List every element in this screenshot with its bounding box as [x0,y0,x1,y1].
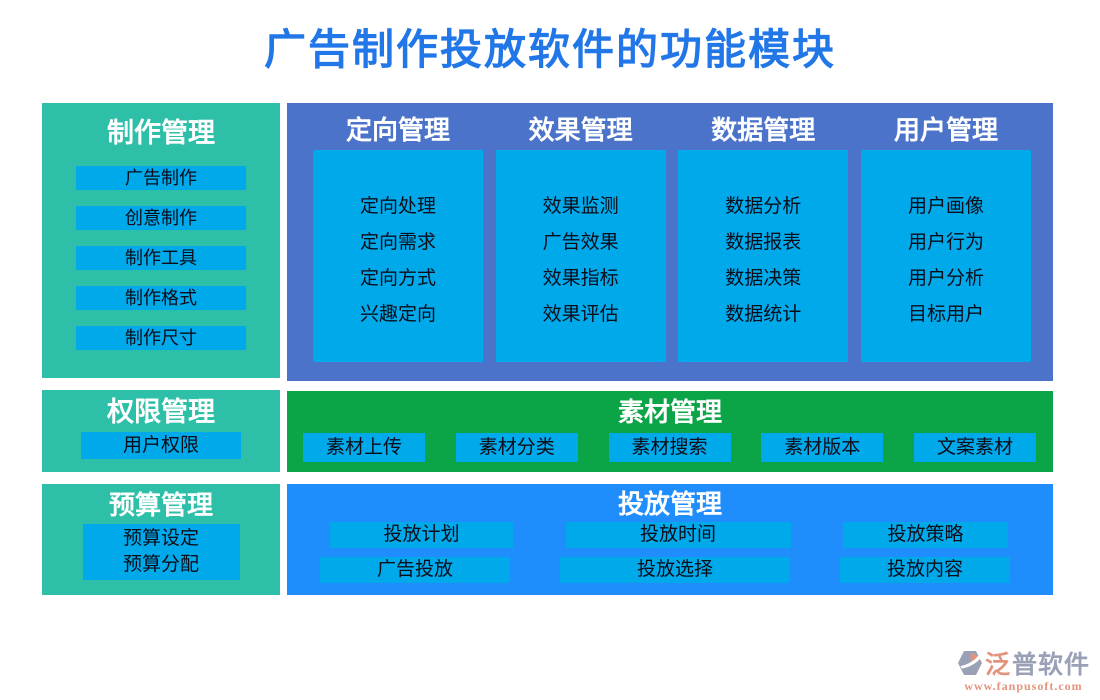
budget-item-box: 预算设定 预算分配 [82,524,240,580]
delivery-item-button: 广告投放 [320,557,510,583]
material-panel: 素材管理 素材上传 素材分类 素材搜索 素材版本 文案素材 [287,391,1053,472]
delivery-item-button: 投放选择 [560,557,790,583]
production-item-button: 广告制作 [76,166,246,190]
column-item: 数据决策 [725,268,802,289]
page-title: 广告制作投放软件的功能模块 [263,28,836,74]
budget-item: 预算设定 [122,528,199,549]
material-item-button: 素材版本 [761,433,884,462]
brand-name-rest: 普软件 [1011,652,1090,679]
production-item-list: 广告制作 创意制作 制作工具 制作格式 制作尺寸 [42,166,280,350]
delivery-button-row: 投放计划 投放时间 投放策略 [287,522,1053,548]
budget-panel-title: 预算管理 [108,491,213,520]
column-row: 定向处理 定向需求 定向方式 兴趣定向 效果监测 广告效果 效果指标 效果评估 … [287,149,1053,362]
delivery-panel-title: 投放管理 [617,490,722,519]
material-panel-title: 素材管理 [617,398,722,427]
production-item-button: 创意制作 [76,206,246,230]
production-item-button: 制作工具 [76,246,246,270]
column-item: 用户画像 [907,196,984,217]
budget-item: 预算分配 [122,554,199,575]
delivery-panel: 投放管理 投放计划 投放时间 投放策略 广告投放 投放选择 投放内容 [287,484,1053,595]
effect-column: 效果监测 广告效果 效果指标 效果评估 [495,150,666,362]
production-panel-title: 制作管理 [107,118,215,148]
material-item-button: 素材搜索 [608,433,731,462]
column-title-data: 数据管理 [711,116,816,145]
production-item-button: 制作格式 [76,286,246,310]
delivery-item-button: 投放计划 [330,522,513,548]
column-item: 数据报表 [725,232,802,253]
column-item: 用户行为 [907,232,984,253]
column-item: 定向需求 [359,232,436,253]
targeting-column: 定向处理 定向需求 定向方式 兴趣定向 [313,150,483,362]
user-column: 用户画像 用户行为 用户分析 目标用户 [860,150,1031,362]
permission-panel-title: 权限管理 [107,397,215,427]
brand-row: 泛 普软件 [957,645,1090,681]
column-item: 广告效果 [542,232,619,253]
column-title-targeting: 定向管理 [345,116,450,145]
production-panel: 制作管理 广告制作 创意制作 制作工具 制作格式 制作尺寸 [42,103,280,378]
material-item-button: 素材上传 [303,433,425,462]
permission-item-button: 用户权限 [81,432,241,459]
column-item: 用户分析 [907,268,984,289]
delivery-item-button: 投放内容 [840,557,1010,583]
column-item: 数据分析 [725,196,802,217]
column-title-row: 定向管理 效果管理 数据管理 用户管理 [287,103,1053,149]
column-item: 效果监测 [542,196,619,217]
column-item: 定向处理 [359,196,436,217]
column-item: 数据统计 [725,304,802,325]
material-item-button: 素材分类 [455,433,578,462]
brand-name-first: 泛 [984,652,1010,679]
budget-panel: 预算管理 预算设定 预算分配 [42,484,280,595]
production-item-button: 制作尺寸 [76,326,246,350]
column-item: 目标用户 [907,304,984,325]
permission-panel: 权限管理 用户权限 [42,390,280,472]
brand-url: www.fanpusoft.com [964,679,1083,693]
column-item: 兴趣定向 [359,304,436,325]
column-title-user: 用户管理 [893,116,998,145]
material-item-button: 文案素材 [914,433,1036,462]
delivery-button-row: 广告投放 投放选择 投放内容 [287,557,1053,583]
brand-footer: 泛 普软件 www.fanpusoft.com [957,645,1090,694]
column-item: 效果评估 [542,304,619,325]
management-panel-group: 定向管理 效果管理 数据管理 用户管理 定向处理 定向需求 定向方式 兴趣定向 … [287,103,1053,381]
delivery-item-button: 投放策略 [843,522,1008,548]
column-item: 效果指标 [542,268,619,289]
fanpu-logo-icon [957,651,982,675]
delivery-item-button: 投放时间 [565,522,791,548]
column-title-effect: 效果管理 [528,116,633,145]
material-button-row: 素材上传 素材分类 素材搜索 素材版本 文案素材 [287,431,1053,462]
column-item: 定向方式 [359,268,436,289]
data-column: 数据分析 数据报表 数据决策 数据统计 [678,150,849,362]
